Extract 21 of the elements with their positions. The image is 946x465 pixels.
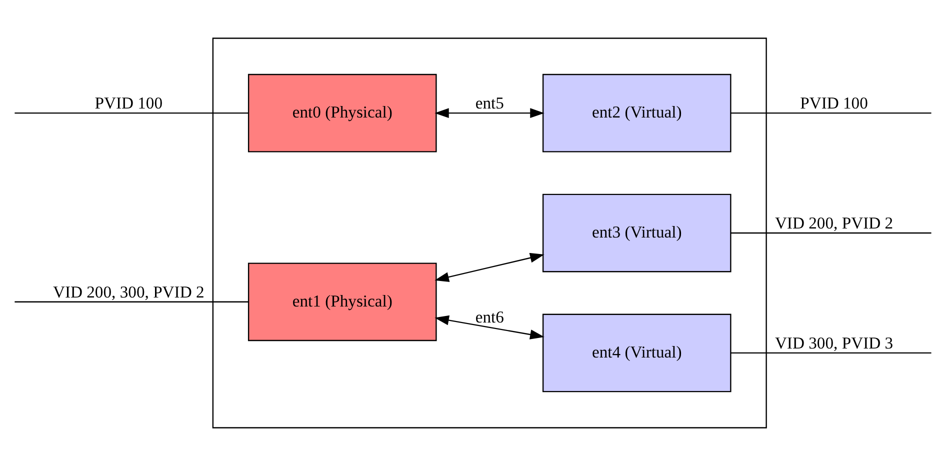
node-box: ent4 (Virtual) [542,313,732,392]
edge-label: ent5 [475,93,504,112]
arrow [434,252,544,282]
arrow [434,108,544,118]
edge-label: VID 200, 300, PVID 2 [52,282,204,301]
cluster [212,37,767,428]
connector [730,352,932,354]
edge-label: VID 300, PVID 3 [774,332,894,352]
connector [730,232,932,234]
connector [730,112,932,114]
connector [14,300,248,302]
node-box: ent2 (Virtual) [542,73,732,152]
edge-label: VID 200, PVID 2 [774,212,894,232]
node-box: ent0 (Physical) [248,73,437,152]
edge-label: PVID 100 [94,93,163,112]
node-box: ent3 (Virtual) [542,193,732,272]
arrow [434,314,544,339]
edge-label: PVID 100 [800,93,868,112]
node-box: ent1 (Physical) [248,262,437,341]
edge-label: ent6 [475,306,504,326]
connector [14,112,248,114]
